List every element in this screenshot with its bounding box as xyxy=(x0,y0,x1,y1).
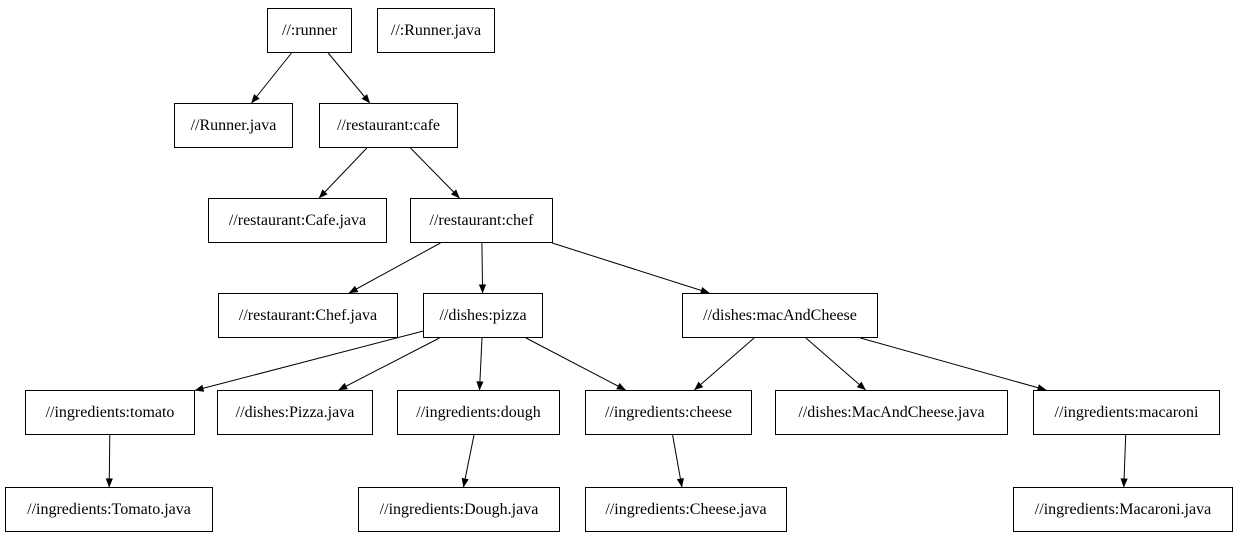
edge-pizza-to-tomato xyxy=(194,330,424,392)
edge-chef-to-chef-java xyxy=(348,242,441,294)
edge-mac-and-cheese-to-mac-java xyxy=(805,337,866,391)
edge-cafe-to-chef xyxy=(410,147,460,199)
edge-tomato-to-tomato-java xyxy=(105,434,113,488)
edge-mac-and-cheese-to-macaroni xyxy=(860,337,1047,392)
graph-node-chef-java: //restaurant:Chef.java xyxy=(218,293,398,338)
graph-node-pizza: //dishes:pizza xyxy=(423,293,543,338)
graph-node-dough-java: //ingredients:Dough.java xyxy=(358,487,560,532)
edge-mac-and-cheese-to-cheese xyxy=(694,337,755,391)
graph-node-macaroni: //ingredients:macaroni xyxy=(1033,390,1220,435)
graph-node-cafe-java: //restaurant:Cafe.java xyxy=(208,198,387,243)
graph-node-macaroni-java: //ingredients:Macaroni.java xyxy=(1013,487,1233,532)
graph-node-cheese: //ingredients:cheese xyxy=(585,390,752,435)
edge-pizza-to-pizza-java xyxy=(338,337,440,391)
graph-node-mac-and-cheese: //dishes:macAndCheese xyxy=(682,293,878,338)
edge-chef-to-mac-and-cheese xyxy=(552,242,710,294)
graph-node-mac-java: //dishes:MacAndCheese.java xyxy=(775,390,1008,435)
edge-runner-to-runner-java xyxy=(251,52,292,104)
edge-dough-to-dough-java xyxy=(461,434,475,488)
edge-cheese-to-cheese-java xyxy=(672,434,684,488)
graph-node-dough: //ingredients:dough xyxy=(397,390,560,435)
graph-node-runner-java: //Runner.java xyxy=(174,103,293,148)
graph-node-runner: //:runner xyxy=(267,8,352,53)
edge-cafe-to-cafe-java xyxy=(318,147,368,199)
edge-runner-to-cafe xyxy=(327,52,371,104)
graph-node-tomato: //ingredients:tomato xyxy=(25,390,195,435)
edge-chef-to-pizza xyxy=(478,242,487,294)
graph-node-tomato-java: //ingredients:Tomato.java xyxy=(5,487,213,532)
graph-node-cheese-java: //ingredients:Cheese.java xyxy=(585,487,787,532)
graph-node-chef: //restaurant:chef xyxy=(410,198,553,243)
graph-node-cafe: //restaurant:cafe xyxy=(319,103,458,148)
graph-node-root-runner-java: //:Runner.java xyxy=(377,8,495,53)
edge-pizza-to-cheese xyxy=(525,337,626,391)
graph-node-pizza-java: //dishes:Pizza.java xyxy=(217,390,373,435)
edge-macaroni-to-macaroni-java xyxy=(1120,434,1128,488)
edge-pizza-to-dough xyxy=(476,337,484,391)
